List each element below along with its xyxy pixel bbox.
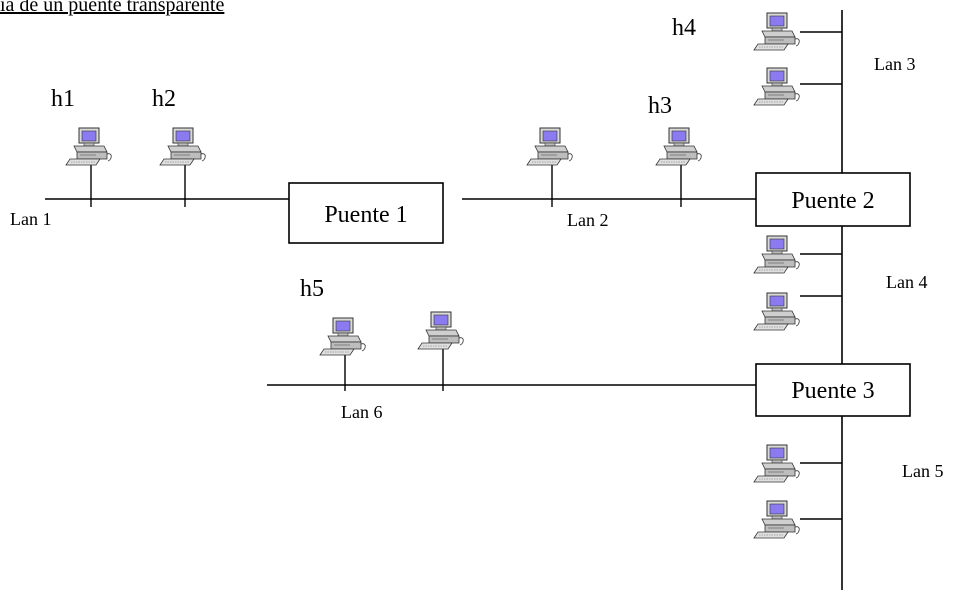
computer-icon	[417, 311, 464, 350]
lan-label-5: Lan 5	[902, 461, 943, 481]
host-label-h4: h4	[672, 15, 696, 41]
lan-label-4: Lan 4	[886, 272, 927, 292]
computer-icon	[753, 12, 800, 51]
bridge-2-label: Puente 2	[791, 188, 874, 214]
bridge-3-label: Puente 3	[791, 378, 874, 404]
computer-icon	[655, 127, 702, 166]
lan-label-6: Lan 6	[341, 402, 382, 422]
computer-icon	[65, 127, 112, 166]
computer-icon	[753, 444, 800, 483]
bridge-1-label: Puente 1	[324, 202, 407, 228]
lan-label-2: Lan 2	[567, 210, 608, 230]
computer-icon	[753, 67, 800, 106]
computer-icon	[319, 317, 366, 356]
bridge-1: Puente 1	[288, 182, 444, 244]
host-label-h2: h2	[152, 86, 176, 112]
computer-icon	[753, 500, 800, 539]
bridge-2: Puente 2	[755, 172, 911, 227]
bridge-3: Puente 3	[755, 363, 911, 417]
computer-icon	[753, 235, 800, 274]
computer-icon	[526, 127, 573, 166]
lan-label-3: Lan 3	[874, 54, 915, 74]
host-label-h1: h1	[51, 86, 75, 112]
computer-icon	[753, 292, 800, 331]
diagram-caption: ía de un puente transparente	[0, 0, 225, 16]
host-label-h3: h3	[648, 93, 672, 119]
computer-icon	[159, 127, 206, 166]
lan-label-1: Lan 1	[10, 209, 51, 229]
host-label-h5: h5	[300, 276, 324, 302]
